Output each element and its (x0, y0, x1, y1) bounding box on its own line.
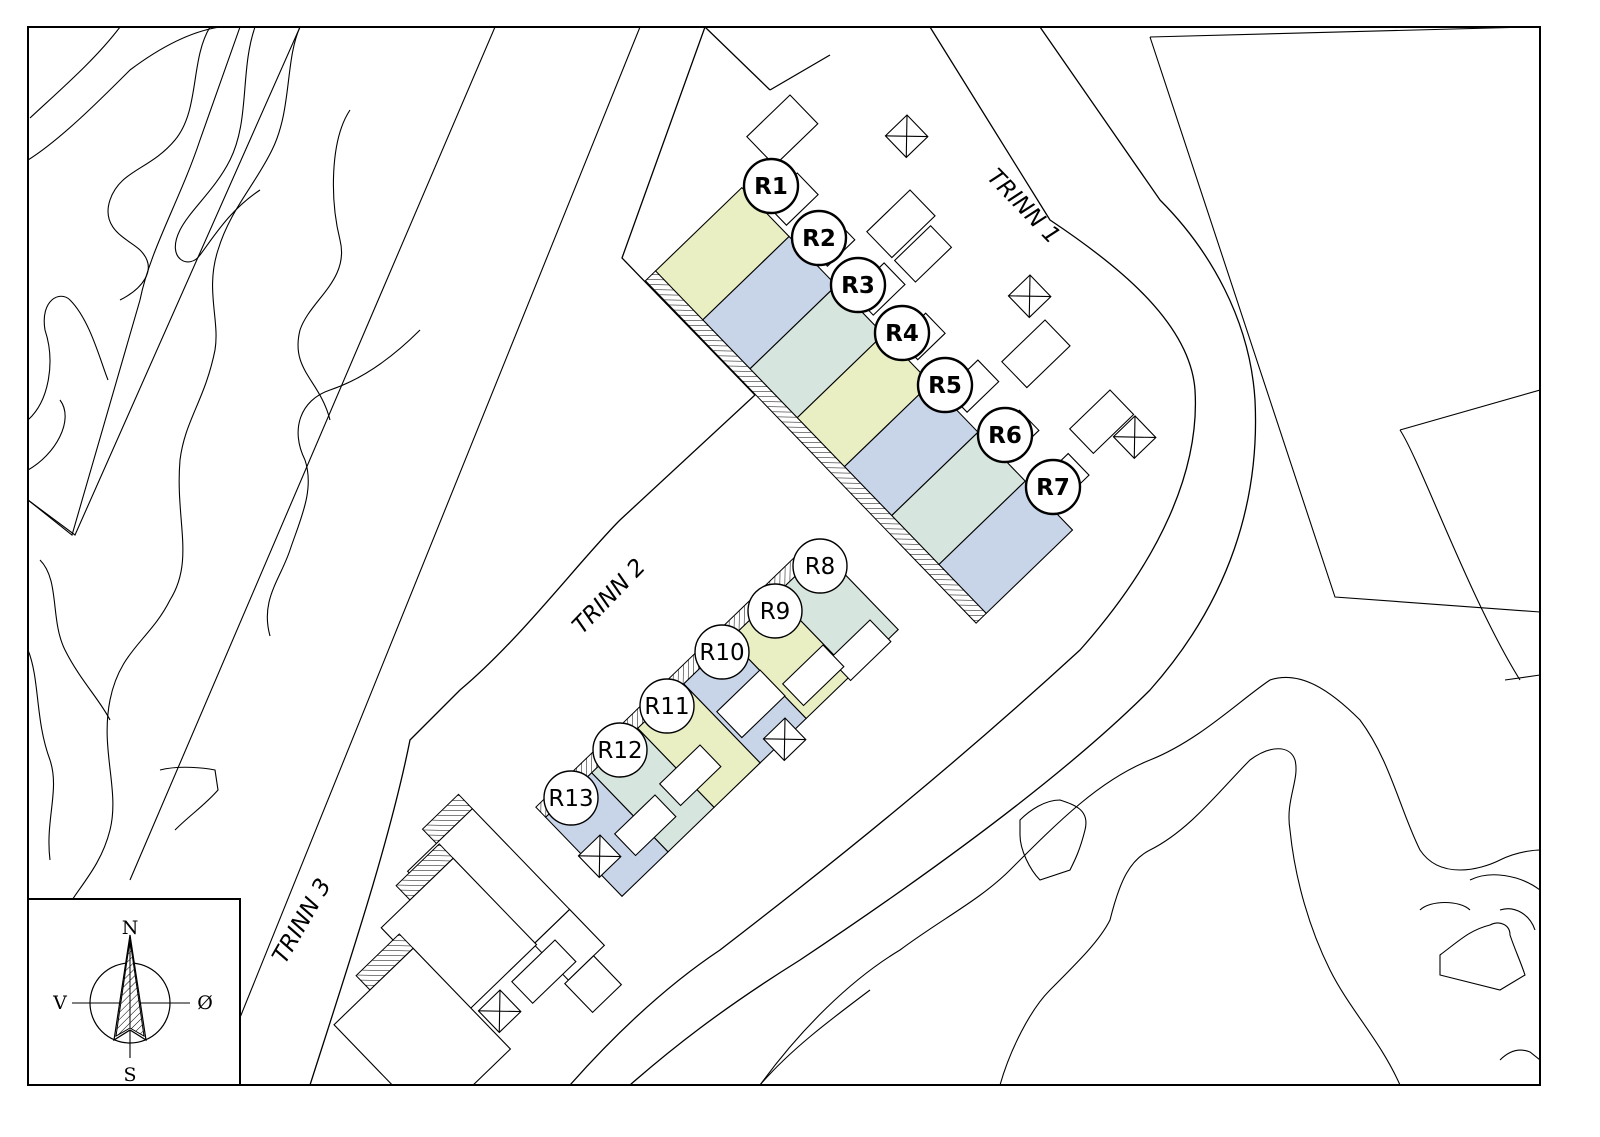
compass-rose: N S Ø V (27, 898, 241, 1086)
unit-marker-R10[interactable]: R10 (694, 624, 750, 680)
svg-text:R4: R4 (885, 321, 919, 347)
map-frame (27, 26, 1541, 1086)
unit-marker-R4[interactable]: R4 (873, 304, 931, 362)
compass-east-label: Ø (197, 992, 213, 1014)
property-boundaries (28, 27, 1540, 1031)
terrain-contours (28, 27, 421, 921)
svg-text:R1: R1 (754, 174, 788, 200)
stage-label-trinn3: TRINN 3 (268, 874, 337, 968)
svg-text:R5: R5 (928, 373, 962, 399)
trinn2-buildings (535, 539, 899, 898)
unit-marker-R2[interactable]: R2 (790, 209, 848, 267)
compass-south-label: S (123, 1064, 136, 1086)
vegetation-outlines (759, 676, 1540, 1085)
unit-marker-R13[interactable]: R13 (543, 770, 599, 826)
trinn1-garages (746, 94, 1157, 460)
unit-marker-R6[interactable]: R6 (976, 406, 1034, 464)
unit-marker-R9[interactable]: R9 (747, 583, 803, 639)
unit-marker-R7[interactable]: R7 (1024, 458, 1082, 516)
svg-text:R2: R2 (802, 226, 836, 252)
unit-marker-R5[interactable]: R5 (916, 356, 974, 414)
compass-north-label: N (122, 917, 139, 939)
svg-text:R3: R3 (841, 273, 875, 299)
svg-text:R6: R6 (988, 423, 1022, 449)
svg-text:R8: R8 (805, 554, 836, 580)
road-lines (309, 27, 1257, 1085)
unit-marker-R1[interactable]: R1 (742, 157, 800, 215)
trinn3-buildings (333, 793, 623, 1085)
stage-label-trinn2: TRINN 2 (568, 554, 651, 639)
svg-text:R10: R10 (699, 640, 744, 666)
unit-marker-R8[interactable]: R8 (792, 538, 848, 594)
unit-marker-R3[interactable]: R3 (829, 256, 887, 314)
unit-marker-R11[interactable]: R11 (639, 678, 695, 734)
unit-markers: R1 R2 R3 R4 R5 R6 R7 R8 (543, 157, 1082, 826)
unit-marker-R12[interactable]: R12 (592, 722, 648, 778)
svg-text:R13: R13 (548, 786, 593, 812)
compass-west-label: V (52, 992, 67, 1014)
svg-text:R12: R12 (597, 738, 642, 764)
svg-text:R11: R11 (644, 694, 689, 720)
svg-text:R7: R7 (1036, 475, 1070, 501)
svg-text:R9: R9 (760, 599, 791, 625)
